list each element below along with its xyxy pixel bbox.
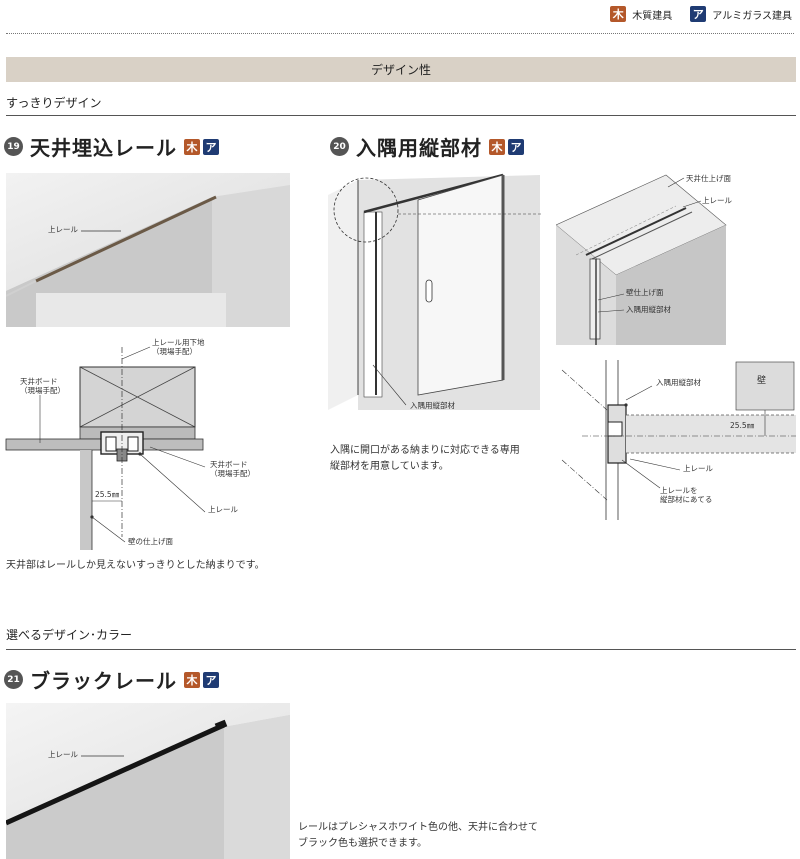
ceiling-finish-label: 天井仕上げ面 [686, 174, 731, 183]
plan-wall-label: 壁 [757, 376, 767, 386]
alu-badge: ア [690, 6, 707, 22]
item21-title-row: 21 ブラックレール 木ア [4, 665, 219, 694]
ceiling-board-right-label: 天井ボード （現場手配） [210, 460, 255, 478]
item21-title: ブラックレール [30, 669, 177, 693]
item19-title: 天井埋込レール [30, 136, 177, 160]
legend-alu-label: アルミガラス建具 [712, 10, 792, 22]
ceiling-rail-photo [6, 173, 290, 327]
rail-base-label: 上レール用下地 （現場手配） [152, 338, 205, 356]
black-rail-photo [6, 703, 290, 859]
section-band: デザイン性 [6, 57, 796, 82]
alu-badge: ア [203, 671, 219, 688]
item19-title-row: 19 天井埋込レール 木ア [4, 132, 219, 161]
section-band-label: デザイン性 [370, 63, 431, 77]
wood-badge: 木 [184, 138, 200, 155]
item20-number: 20 [330, 137, 349, 156]
plan-contact-label: 上レールを 縦部材にあてる [660, 486, 713, 504]
item20-dimension: 25.5㎜ [730, 421, 755, 430]
item19-rail-label: 上レール [208, 505, 238, 514]
item20-door-label: 入隅用縦部材 [410, 401, 455, 410]
corner-door-illustration [328, 173, 543, 410]
legend: 木 木質建具 ア アルミガラス建具 [610, 6, 792, 22]
detail-rail-label: 上レール [702, 196, 732, 205]
ceiling-rail-section-diagram [5, 346, 206, 550]
wood-badge: 木 [610, 6, 627, 22]
item21-description: レールはプレシャスホワイト色の他、天井に合わせて ブラック色も選択できます。 [298, 822, 538, 849]
wood-badge: 木 [184, 671, 200, 688]
item19-photo-label: 上レール [48, 225, 78, 234]
detail-wall-finish-label: 壁仕上げ面 [626, 288, 664, 297]
subheading-1-rule [6, 115, 796, 116]
item21-number: 21 [4, 670, 23, 689]
item21-photo-label: 上レール [48, 750, 78, 759]
item20-title: 入隅用縦部材 [356, 136, 482, 160]
item19-number: 19 [4, 137, 23, 156]
wall-finish-label: 壁の仕上げ面 [128, 537, 173, 546]
plan-vertical-label: 入隅用縦部材 [656, 378, 701, 387]
corner-detail-illustration [556, 174, 727, 345]
ceiling-board-left-label: 天井ボード （現場手配） [20, 377, 65, 395]
subheading-1: すっきりデザイン [6, 96, 102, 110]
item19-description: 天井部はレールしか見えないすっきりとした納まりです。 [6, 560, 265, 571]
corner-plan-diagram [561, 360, 796, 520]
subheading-2-rule [6, 649, 796, 650]
dotted-divider [6, 33, 794, 34]
detail-vertical-label: 入隅用縦部材 [626, 305, 671, 314]
plan-rail-label: 上レール [683, 464, 713, 473]
subheading-2: 選べるデザイン･カラー [6, 628, 133, 642]
item19-dimension: 25.5㎜ [95, 490, 120, 499]
legend-wood-label: 木質建具 [632, 10, 673, 22]
item20-title-row: 20 入隅用縦部材 木ア [330, 132, 524, 161]
wood-badge: 木 [489, 138, 505, 155]
alu-badge: ア [508, 138, 524, 155]
alu-badge: ア [203, 138, 219, 155]
item20-description: 入隅に開口がある納まりに対応できる専用 縦部材を用意しています。 [330, 445, 520, 472]
